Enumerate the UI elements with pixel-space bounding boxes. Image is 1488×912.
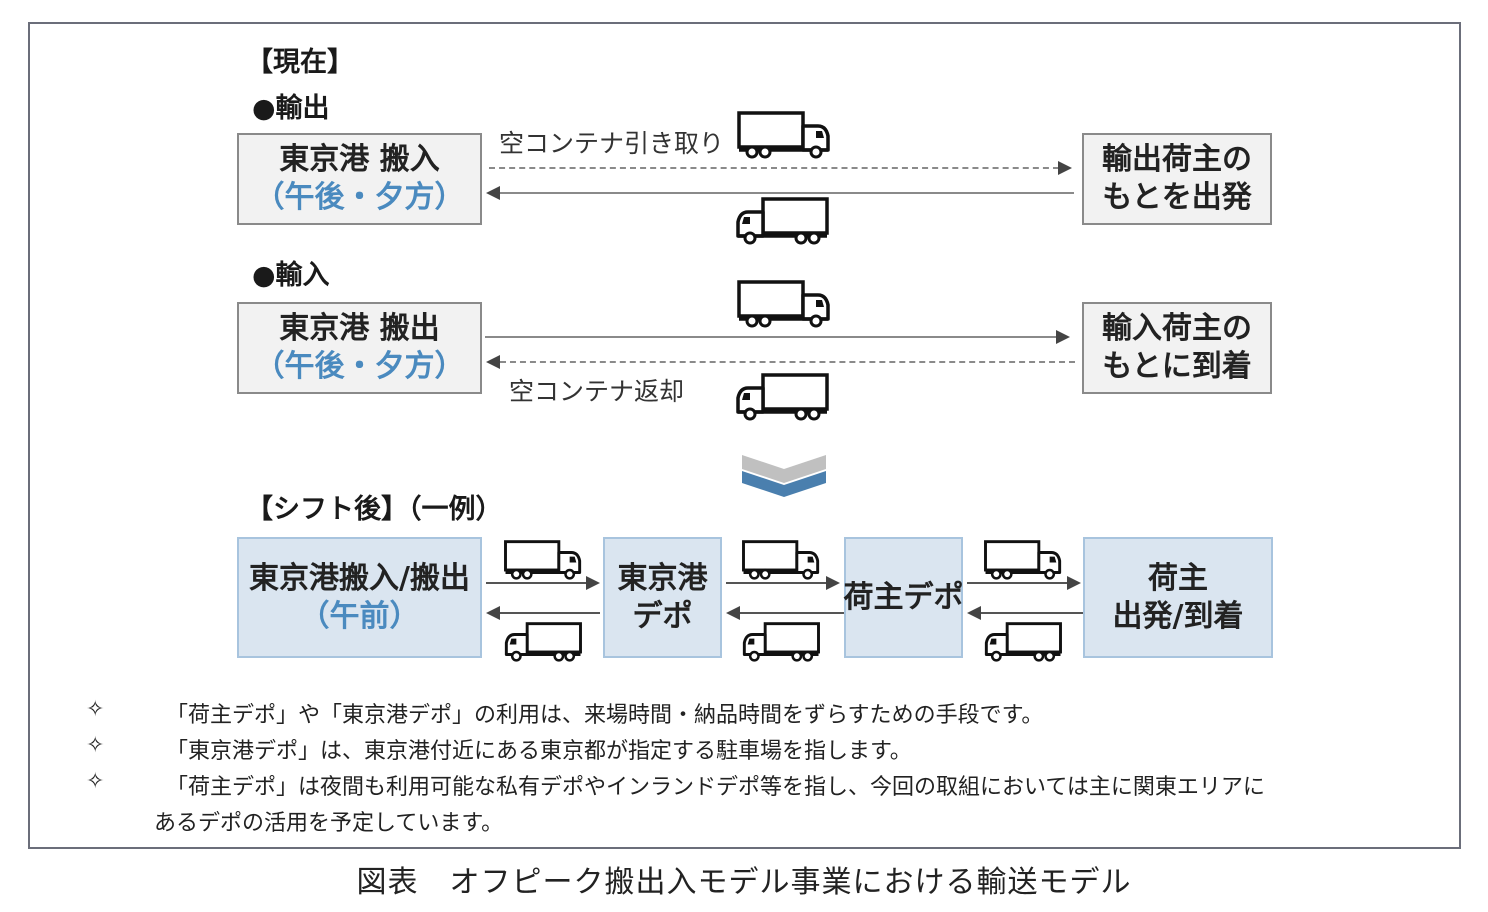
- solid-arrow-line: [967, 582, 1067, 584]
- truck-icon: [503, 621, 583, 663]
- arrowhead-left-icon: [486, 186, 500, 200]
- after-box-shipper: 荷主 出発/到着: [1083, 537, 1273, 658]
- truck-icon: [734, 196, 830, 246]
- arrowhead-left-icon: [486, 606, 500, 620]
- current-heading: 【現在】: [246, 47, 354, 78]
- export-right-line1: 輸出荷主の: [1102, 142, 1252, 177]
- import-right-line2: もとに到着: [1102, 349, 1252, 384]
- truck-icon: [736, 279, 832, 329]
- arrowhead-left-icon: [726, 606, 740, 620]
- solid-arrow-line: [486, 582, 586, 584]
- double-chevron-down-icon: [742, 455, 826, 497]
- figure-caption: 図表 オフピーク搬出入モデル事業における輸送モデル: [356, 865, 1132, 900]
- solid-arrow-line: [496, 192, 1074, 194]
- export-top-arrow-label: 空コンテナ引き取り: [499, 129, 725, 158]
- note-text: 「東京港デポ」は、東京港付近にある東京都が指定する駐車場を指します。: [166, 739, 912, 764]
- figure-frame: [28, 22, 1461, 849]
- after-box-shipper-depot-line1: 荷主デポ: [843, 579, 964, 615]
- export-heading: ●輸出: [252, 93, 330, 124]
- truck-icon: [741, 621, 821, 663]
- diamond-bullet-icon: ✧: [86, 769, 105, 794]
- after-box-port-line2: （午前）: [299, 598, 420, 634]
- after-box-shipper-line2: 出発/到着: [1112, 598, 1244, 634]
- truck-icon: [983, 539, 1063, 581]
- after-heading: 【シフト後】（一例）: [246, 494, 503, 525]
- import-bottom-arrow-label: 空コンテナ返却: [509, 377, 685, 406]
- note-text: 「荷主デポ」や「東京港デポ」の利用は、来場時間・納品時間をずらすための手段です。: [166, 703, 1044, 728]
- after-box-port-depot-line1: 東京港: [617, 560, 708, 596]
- after-box-port: 東京港搬入/搬出 （午前）: [237, 537, 482, 658]
- truck-icon: [736, 110, 832, 160]
- after-box-port-line1: 東京港搬入/搬出: [249, 560, 470, 596]
- export-right-line2: もとを出発: [1102, 180, 1252, 215]
- after-box-shipper-depot: 荷主デポ: [843, 537, 964, 658]
- arrowhead-right-icon: [1056, 330, 1070, 344]
- truck-icon: [503, 539, 583, 581]
- solid-arrow-line: [500, 612, 600, 614]
- diamond-bullet-icon: ✧: [86, 697, 105, 722]
- solid-arrow-line: [726, 582, 826, 584]
- import-right-box: 輸入荷主の もとに到着: [1082, 302, 1272, 394]
- arrowhead-left-icon: [486, 355, 500, 369]
- arrowhead-left-icon: [967, 606, 981, 620]
- diamond-bullet-icon: ✧: [86, 733, 105, 758]
- after-box-port-depot: 東京港 デポ: [603, 537, 722, 658]
- import-heading: ●輸入: [252, 260, 330, 291]
- after-box-shipper-line1: 荷主: [1148, 560, 1208, 596]
- arrowhead-right-icon: [1058, 161, 1072, 175]
- import-left-box: 東京港 搬出 （午後・夕方）: [237, 302, 482, 394]
- import-right-line1: 輸入荷主の: [1102, 311, 1252, 346]
- truck-icon: [734, 372, 830, 422]
- solid-arrow-line: [981, 612, 1083, 614]
- import-left-title: 東京港 搬出: [279, 311, 440, 346]
- solid-arrow-line: [740, 612, 844, 614]
- export-left-title: 東京港 搬入: [279, 142, 440, 177]
- note-text: あるデポの活用を予定しています。: [154, 811, 504, 836]
- solid-arrow-line: [485, 336, 1057, 338]
- export-left-box: 東京港 搬入 （午後・夕方）: [237, 133, 482, 225]
- truck-icon: [983, 621, 1063, 663]
- import-left-time: （午後・夕方）: [254, 349, 465, 384]
- note-text: 「荷主デポ」は夜間も利用可能な私有デポやインランドデポ等を指し、今回の取組におい…: [166, 775, 1265, 800]
- truck-icon: [741, 539, 821, 581]
- dashed-arrow-line: [489, 167, 1059, 169]
- after-box-port-depot-line2: デポ: [632, 598, 693, 634]
- dashed-arrow-line: [500, 361, 1075, 363]
- export-left-time: （午後・夕方）: [254, 180, 465, 215]
- arrowhead-right-icon: [826, 576, 840, 590]
- arrowhead-right-icon: [586, 576, 600, 590]
- arrowhead-right-icon: [1067, 576, 1081, 590]
- export-right-box: 輸出荷主の もとを出発: [1082, 133, 1272, 225]
